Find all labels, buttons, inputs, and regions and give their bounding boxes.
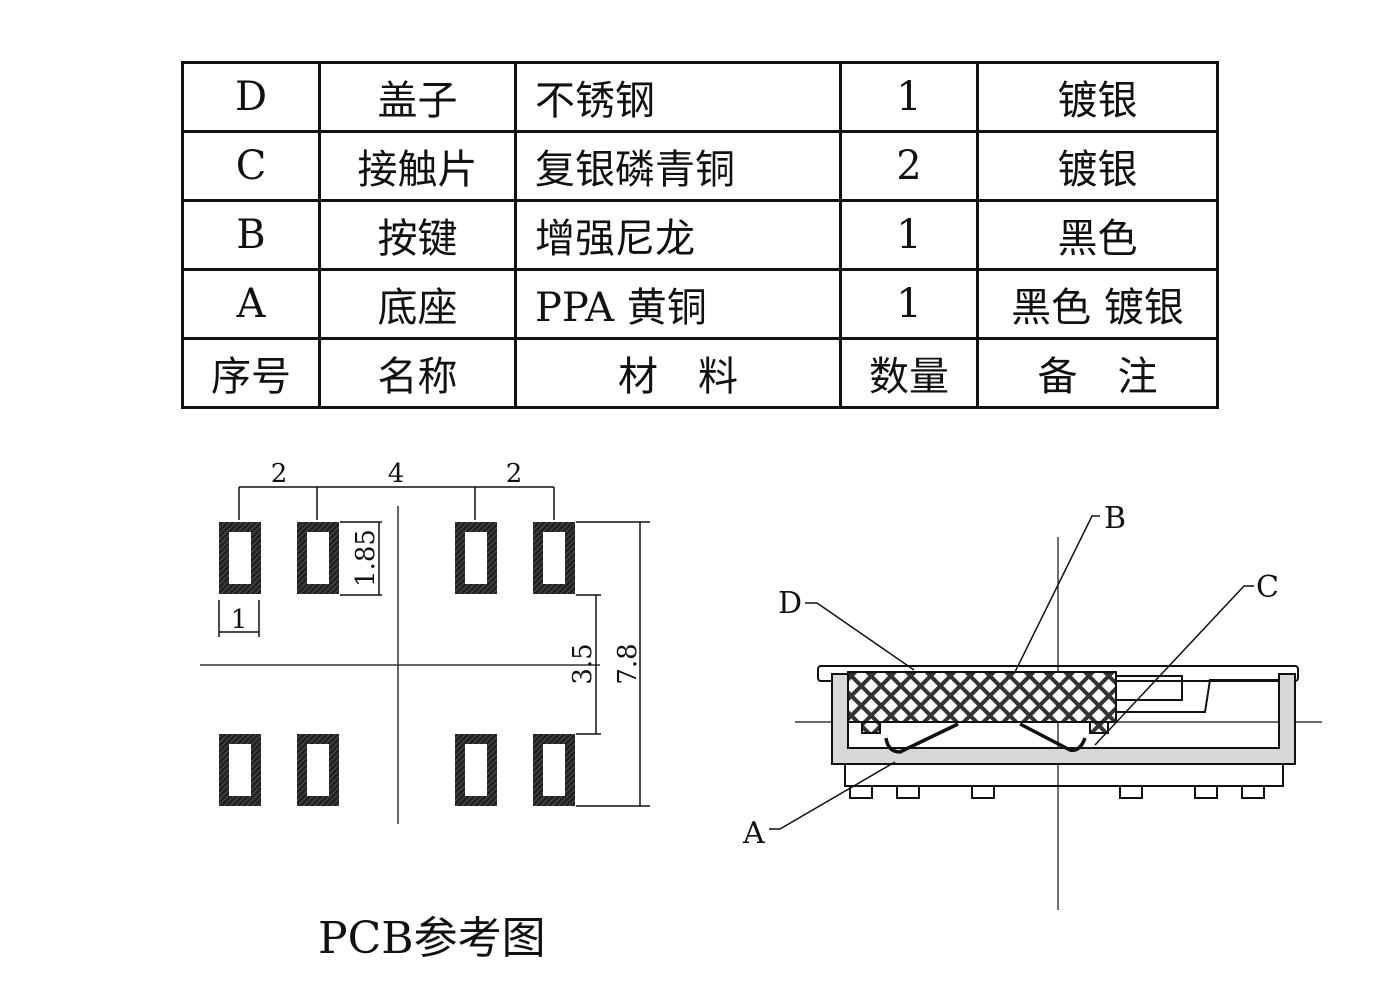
pcb-pad-inner: [465, 532, 487, 584]
part-name: 底座: [318, 268, 517, 340]
part-id: D: [181, 61, 321, 133]
part-qty: 1: [839, 61, 979, 133]
dim-pad-height: 1.85: [351, 529, 381, 587]
leader-d: [805, 602, 915, 671]
part-id: C: [181, 130, 321, 202]
part-name: 盖子: [318, 61, 517, 133]
label-d: D: [778, 586, 802, 621]
header-remark: 备 注: [976, 337, 1219, 409]
dim-inner-gap: 3.5: [568, 643, 598, 684]
contact-spring: [884, 722, 1087, 754]
table-header-row: 序号 名称 材 料 数量 备 注: [181, 337, 1219, 409]
base-foot: [1119, 785, 1143, 799]
pcb-pad-inner: [229, 532, 251, 584]
part-material: PPA 黄铜: [514, 268, 842, 340]
label-c: C: [1256, 570, 1279, 605]
part-qty: 1: [839, 268, 979, 340]
table-row: D 盖子 不锈钢 1 镀银: [181, 61, 1219, 133]
leader-c: [1094, 585, 1254, 746]
header-qty: 数量: [839, 337, 979, 409]
pcb-pad-inner: [543, 532, 565, 584]
header-name: 名称: [318, 337, 517, 409]
pcb-pad-inner: [229, 744, 251, 796]
pcb-pad-inner: [307, 744, 329, 796]
pcb-pad-inner: [465, 744, 487, 796]
base-foot: [896, 785, 920, 799]
dim-pitch-left: 2: [271, 459, 288, 489]
part-id: B: [181, 199, 321, 271]
part-remark: 镀银: [976, 61, 1219, 133]
leader-b: [1014, 515, 1100, 673]
label-a: A: [742, 816, 765, 851]
base-foot: [849, 785, 873, 799]
leader-a: [769, 761, 896, 830]
part-remark: 黑色: [976, 199, 1219, 271]
button-actuator: [847, 671, 1117, 723]
table-row: A 底座 PPA 黄铜 1 黑色 镀银: [181, 268, 1219, 340]
base-foot: [971, 785, 995, 799]
pcb-footprint: 2 4 2 1 1.85 3.5 7.8: [200, 459, 650, 824]
pcb-caption: PCB参考图: [318, 913, 546, 964]
bom-table: D 盖子 不锈钢 1 镀银 C 接触片 复银磷青铜 2 镀银 B 按键 增强尼龙…: [181, 61, 1219, 409]
dim-pitch-right: 2: [506, 459, 523, 489]
part-name: 按键: [318, 199, 517, 271]
part-material: 复银磷青铜: [514, 130, 842, 202]
base-foot: [1194, 785, 1218, 799]
table-row: B 按键 增强尼龙 1 黑色: [181, 199, 1219, 271]
part-material: 不锈钢: [514, 61, 842, 133]
dim-pad-width: 1: [231, 605, 248, 635]
header-id: 序号: [181, 337, 321, 409]
label-b: B: [1104, 501, 1126, 536]
part-qty: 1: [839, 199, 979, 271]
table-row: C 接触片 复银磷青铜 2 镀银: [181, 130, 1219, 202]
dim-overall: 7.8: [613, 643, 643, 684]
pcb-pad-inner: [307, 532, 329, 584]
part-remark: 黑色 镀银: [976, 268, 1219, 340]
cross-section: D B C A: [742, 501, 1322, 910]
dim-pitch-center: 4: [388, 459, 405, 489]
part-remark: 镀银: [976, 130, 1219, 202]
part-material: 增强尼龙: [514, 199, 842, 271]
part-name: 接触片: [318, 130, 517, 202]
part-id: A: [181, 268, 321, 340]
pcb-pad-inner: [543, 744, 565, 796]
part-qty: 2: [839, 130, 979, 202]
base-foot: [1241, 785, 1265, 799]
header-material: 材 料: [514, 337, 842, 409]
